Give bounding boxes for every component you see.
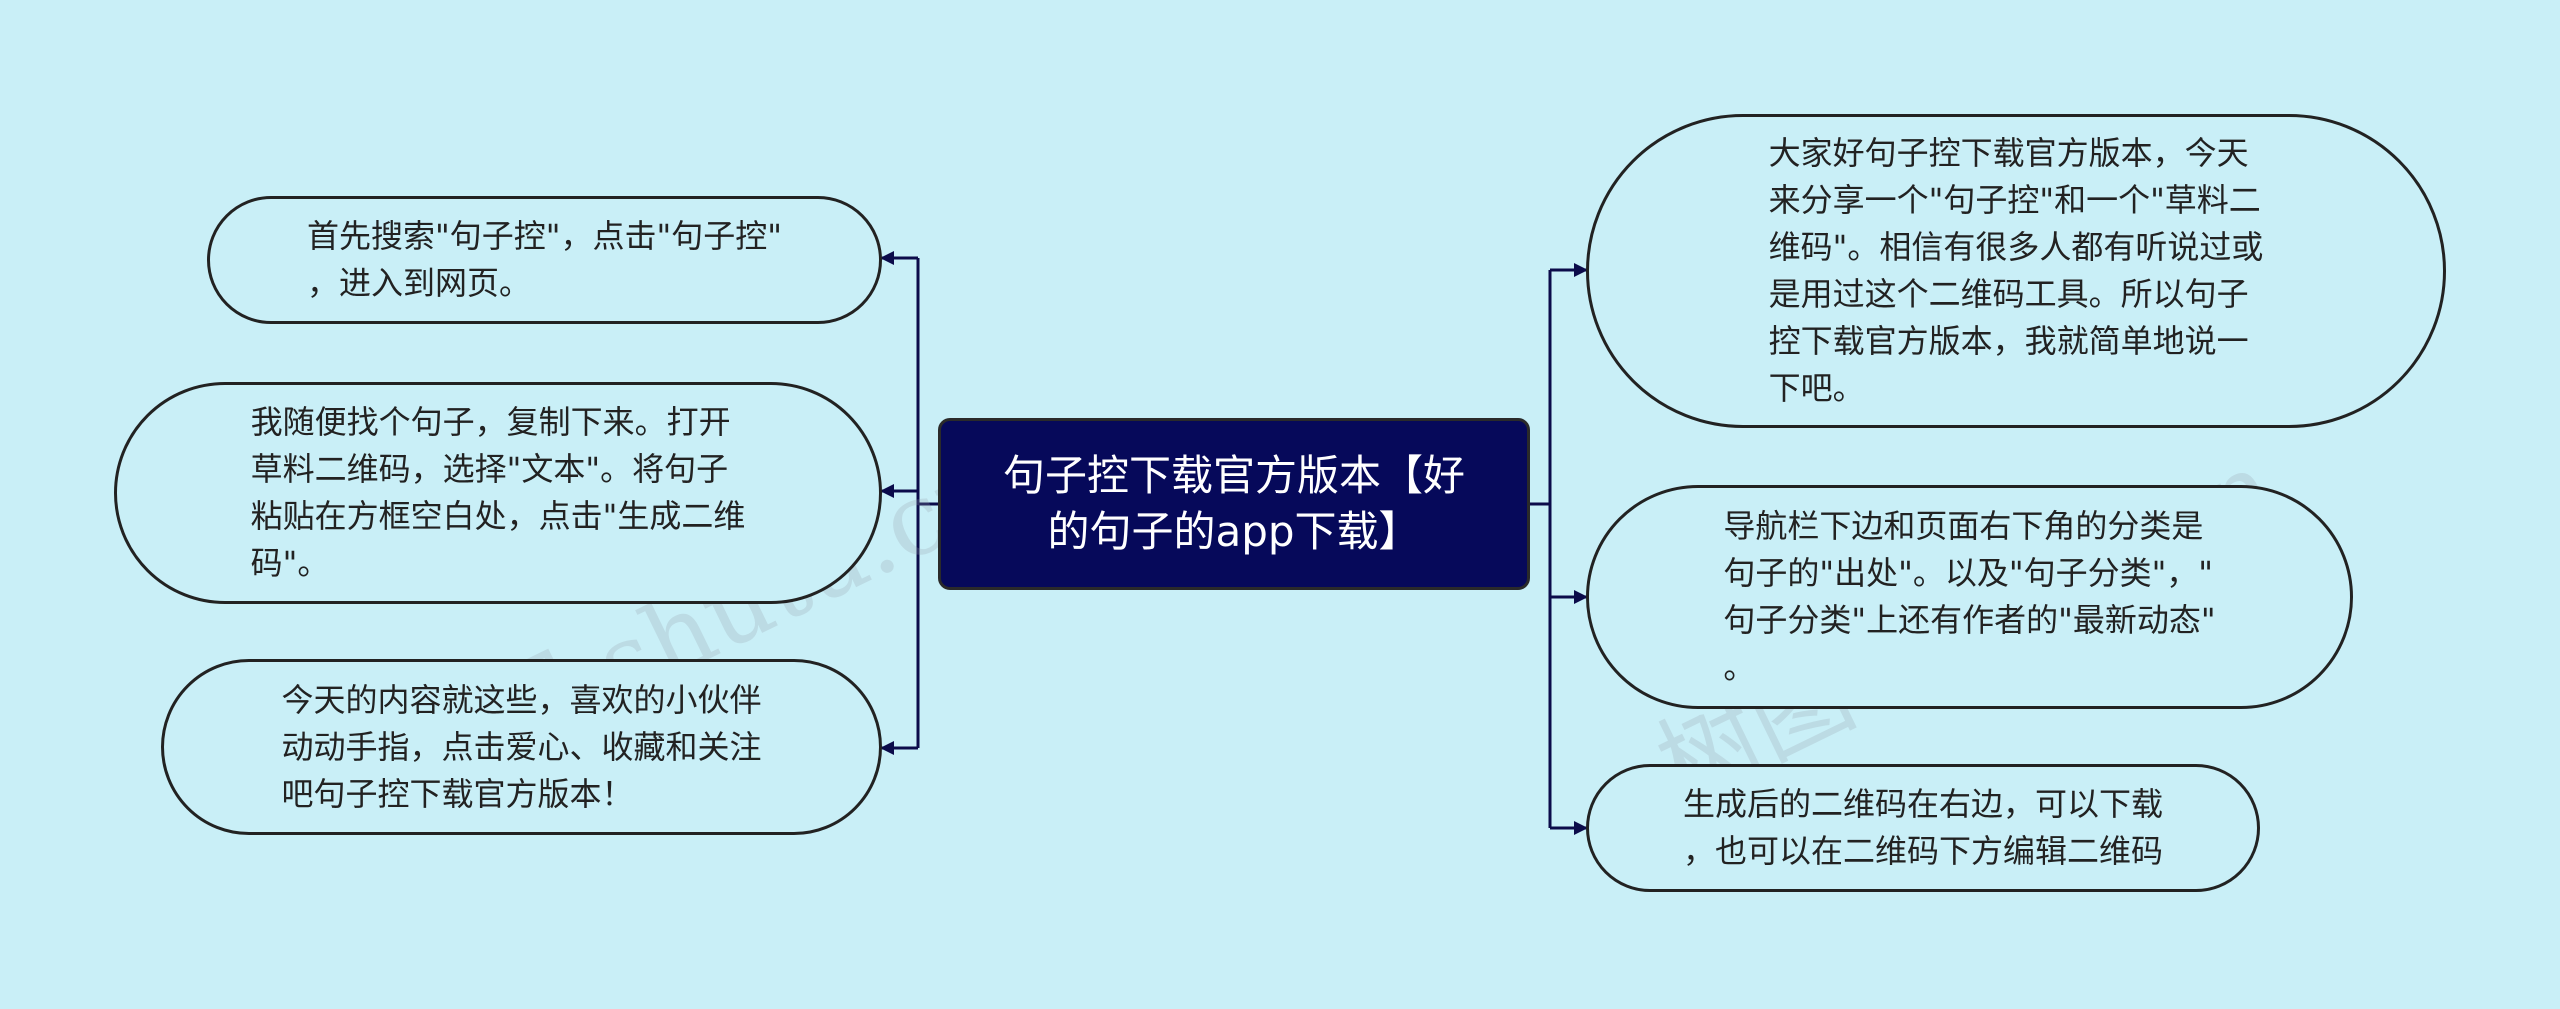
- connector-trunk-left: [916, 258, 938, 748]
- left-node-1[interactable]: 首先搜索"句子控"，点击"句子控" ，进入到网页。: [207, 196, 882, 324]
- left-node-2[interactable]: 我随便找个句子，复制下来。打开 草料二维码，选择"文本"。将句子 粘贴在方框空白…: [114, 382, 882, 604]
- left-node-3-text: 今天的内容就这些，喜欢的小伙伴 动动手指，点击爱心、收藏和关注 吧句子控下载官方…: [281, 680, 762, 813]
- right-node-2-text: 导航栏下边和页面右下角的分类是 句子的"出处"。以及"句子分类"，" 句子分类"…: [1723, 507, 2216, 686]
- right-node-3-text: 生成后的二维码在右边，可以下载 ，也可以在二维码下方编辑二维码: [1682, 785, 2163, 870]
- right-node-1[interactable]: 大家好句子控下载官方版本，今天 来分享一个"句子控"和一个"草料二 维码"。相信…: [1586, 114, 2446, 428]
- left-node-2-text: 我随便找个句子，复制下来。打开 草料二维码，选择"文本"。将句子 粘贴在方框空白…: [250, 403, 746, 582]
- central-topic[interactable]: 句子控下载官方版本【好 的句子的app下载】: [938, 418, 1530, 590]
- right-node-2[interactable]: 导航栏下边和页面右下角的分类是 句子的"出处"。以及"句子分类"，" 句子分类"…: [1586, 485, 2353, 709]
- right-node-3[interactable]: 生成后的二维码在右边，可以下载 ，也可以在二维码下方编辑二维码: [1586, 764, 2260, 892]
- right-node-1-text: 大家好句子控下载官方版本，今天 来分享一个"句子控"和一个"草料二 维码"。相信…: [1768, 134, 2264, 407]
- connector-trunk-right: [1530, 270, 1552, 828]
- left-node-3[interactable]: 今天的内容就这些，喜欢的小伙伴 动动手指，点击爱心、收藏和关注 吧句子控下载官方…: [161, 659, 882, 835]
- left-node-1-text: 首先搜索"句子控"，点击"句子控" ，进入到网页。: [307, 217, 782, 302]
- central-topic-title: 句子控下载官方版本【好 的句子的app下载】: [1002, 451, 1465, 556]
